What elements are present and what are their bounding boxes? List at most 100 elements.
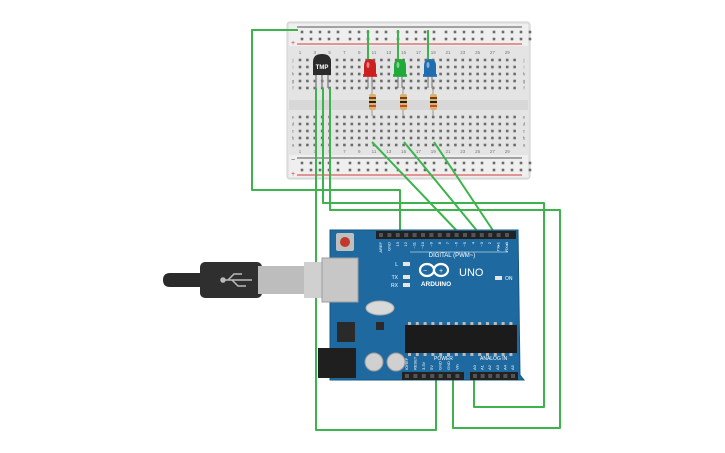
breadboard-hole[interactable] xyxy=(498,86,502,90)
breadboard-hole[interactable] xyxy=(357,72,361,76)
breadboard-hole[interactable] xyxy=(417,143,420,147)
breadboard-hole[interactable] xyxy=(313,79,317,83)
breadboard-hole[interactable] xyxy=(498,129,502,133)
rail-hole[interactable] xyxy=(453,37,457,41)
digital-pin-hole[interactable] xyxy=(463,233,467,237)
breadboard-hole[interactable] xyxy=(513,79,516,83)
breadboard-hole[interactable] xyxy=(335,58,339,62)
breadboard-hole[interactable] xyxy=(402,129,405,133)
breadboard-hole[interactable] xyxy=(402,115,405,119)
rail-hole[interactable] xyxy=(471,168,475,172)
breadboard-hole[interactable] xyxy=(394,86,398,90)
breadboard-hole[interactable] xyxy=(431,143,435,147)
breadboard-hole[interactable] xyxy=(513,86,516,90)
breadboard-hole[interactable] xyxy=(350,122,354,126)
rail-hole[interactable] xyxy=(375,37,379,41)
breadboard-hole[interactable] xyxy=(409,143,413,147)
breadboard-hole[interactable] xyxy=(513,115,516,119)
leds[interactable] xyxy=(363,59,437,88)
breadboard-hole[interactable] xyxy=(431,129,435,133)
rail-hole[interactable] xyxy=(492,168,496,172)
breadboard-hole[interactable] xyxy=(513,129,516,133)
breadboard-hole[interactable] xyxy=(476,129,479,133)
breadboard-hole[interactable] xyxy=(468,86,472,90)
digital-pin-hole[interactable] xyxy=(471,233,476,237)
rail-hole[interactable] xyxy=(414,30,418,34)
wires[interactable] xyxy=(251,29,561,431)
breadboard-hole[interactable] xyxy=(350,86,354,90)
rail-hole[interactable] xyxy=(480,168,484,172)
rail-hole[interactable] xyxy=(366,168,370,172)
breadboard-hole[interactable] xyxy=(387,129,391,133)
breadboard-hole[interactable] xyxy=(424,86,428,90)
breadboard-hole[interactable] xyxy=(439,122,442,126)
breadboard-hole[interactable] xyxy=(402,122,405,126)
resistors[interactable] xyxy=(369,86,437,116)
breadboard-hole[interactable] xyxy=(350,79,354,83)
breadboard-hole[interactable] xyxy=(357,129,361,133)
breadboard-hole[interactable] xyxy=(387,86,391,90)
breadboard-hole[interactable] xyxy=(461,129,465,133)
breadboard-hole[interactable] xyxy=(498,143,502,147)
breadboard-hole[interactable] xyxy=(476,143,479,147)
breadboard-hole[interactable] xyxy=(424,143,428,147)
breadboard-hole[interactable] xyxy=(446,143,450,147)
breadboard-hole[interactable] xyxy=(298,143,302,147)
breadboard-hole[interactable] xyxy=(439,65,442,69)
rail-hole[interactable] xyxy=(444,37,448,41)
breadboard-hole[interactable] xyxy=(365,129,368,133)
rail-hole[interactable] xyxy=(519,161,523,165)
breadboard-hole[interactable] xyxy=(313,115,317,119)
analog-header[interactable] xyxy=(470,372,518,380)
breadboard-hole[interactable] xyxy=(357,136,361,140)
breadboard-hole[interactable] xyxy=(350,136,354,140)
breadboard-hole[interactable] xyxy=(372,122,376,126)
analog-pin-hole[interactable] xyxy=(473,374,477,378)
breadboard-hole[interactable] xyxy=(365,79,368,83)
power-pin-hole[interactable] xyxy=(421,374,426,378)
breadboard-hole[interactable] xyxy=(505,58,509,62)
rail-hole[interactable] xyxy=(510,30,514,34)
breadboard-hole[interactable] xyxy=(431,79,435,83)
breadboard-hole[interactable] xyxy=(454,65,457,69)
rail-hole[interactable] xyxy=(405,37,409,41)
power-pin-hole[interactable] xyxy=(430,374,435,378)
breadboard-hole[interactable] xyxy=(424,115,428,119)
rail-hole[interactable] xyxy=(309,37,313,41)
digital-pin-hole[interactable] xyxy=(421,233,425,237)
breadboard-hole[interactable] xyxy=(313,86,317,90)
breadboard-hole[interactable] xyxy=(468,58,472,62)
rail-hole[interactable] xyxy=(300,161,304,165)
power-pin-hole[interactable] xyxy=(455,374,460,378)
breadboard-hole[interactable] xyxy=(380,86,383,90)
breadboard-hole[interactable] xyxy=(394,136,398,140)
breadboard-hole[interactable] xyxy=(380,79,383,83)
rail-hole[interactable] xyxy=(528,30,532,34)
breadboard-hole[interactable] xyxy=(461,122,465,126)
breadboard-hole[interactable] xyxy=(505,122,509,126)
breadboard-hole[interactable] xyxy=(505,72,509,76)
breadboard-hole[interactable] xyxy=(483,72,487,76)
breadboard-hole[interactable] xyxy=(335,79,339,83)
breadboard-hole[interactable] xyxy=(335,143,339,147)
digital-pin-hole[interactable] xyxy=(429,233,434,237)
rail-hole[interactable] xyxy=(471,161,475,165)
rail-hole[interactable] xyxy=(462,168,466,172)
rail-hole[interactable] xyxy=(348,37,352,41)
digital-pin-hole[interactable] xyxy=(387,233,392,237)
breadboard-hole[interactable] xyxy=(468,143,472,147)
breadboard-hole[interactable] xyxy=(461,65,465,69)
breadboard-hole[interactable] xyxy=(483,86,487,90)
rail-hole[interactable] xyxy=(480,37,484,41)
rail-hole[interactable] xyxy=(384,161,388,165)
breadboard-hole[interactable] xyxy=(343,143,346,147)
breadboard-hole[interactable] xyxy=(409,136,413,140)
breadboard-hole[interactable] xyxy=(483,143,487,147)
breadboard-hole[interactable] xyxy=(335,136,339,140)
breadboard-hole[interactable] xyxy=(409,79,413,83)
breadboard-hole[interactable] xyxy=(483,58,487,62)
breadboard-hole[interactable] xyxy=(431,115,435,119)
breadboard-hole[interactable] xyxy=(387,79,391,83)
breadboard-hole[interactable] xyxy=(483,115,487,119)
breadboard-hole[interactable] xyxy=(431,122,435,126)
